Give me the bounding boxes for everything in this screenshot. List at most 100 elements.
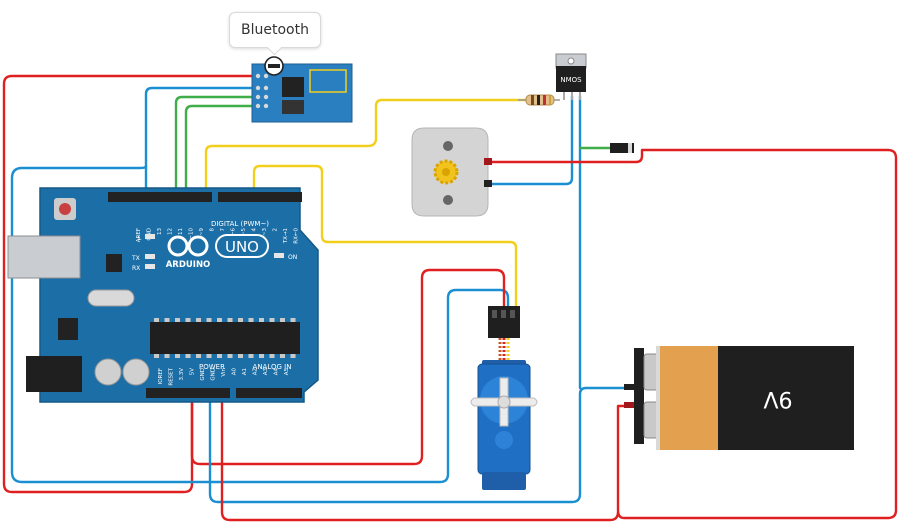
top-pin-label-11: 4	[252, 228, 258, 232]
wire-green-bt-1[interactable]	[174, 95, 257, 202]
top-pin-label-10: ~5	[241, 228, 247, 237]
top-pin-label-5: ~10	[189, 228, 195, 240]
reset-button-cap	[59, 203, 71, 215]
chip-leg	[280, 318, 285, 322]
top-pin-label-4: ~11	[178, 228, 184, 240]
bottom-pin-label-1: RESET	[169, 367, 175, 385]
wire-blue-bt-gnd[interactable]	[144, 86, 257, 202]
resistor[interactable]	[518, 94, 560, 106]
crystal	[87, 289, 135, 307]
bottom-pin-label-9: A2	[253, 368, 259, 375]
bottom-pin-label-4: GND	[200, 368, 206, 381]
capacitor-1	[94, 358, 122, 386]
wire-blue-left-loop[interactable]	[10, 164, 510, 484]
top-pin-label-2: 13	[157, 228, 163, 235]
motor-screw-top	[443, 141, 453, 151]
chip-leg	[196, 354, 201, 358]
chip-leg	[280, 354, 285, 358]
arduino-logo	[167, 235, 209, 257]
capacitor-2	[122, 358, 150, 386]
wire-red-vin[interactable]	[220, 390, 620, 522]
chip-leg	[269, 354, 275, 358]
analog-header-label: ANALOG IN	[253, 363, 292, 371]
chip-leg	[238, 354, 243, 358]
nmos-label: NMOS	[560, 76, 582, 84]
digital-header-1	[108, 192, 212, 202]
wires	[2, 74, 898, 522]
wire-yellow-servo[interactable]	[252, 164, 518, 310]
chip-leg	[185, 318, 191, 322]
wire-green-bt-2[interactable]	[184, 104, 257, 202]
bluetooth-module[interactable]	[251, 56, 353, 123]
chip-leg	[290, 354, 296, 358]
top-pin-label-8: 7	[220, 228, 226, 232]
chip-leg	[196, 318, 201, 322]
battery-body	[718, 346, 854, 450]
led-on-label: ON	[288, 254, 297, 261]
chip-leg	[175, 354, 180, 358]
chip-leg	[175, 318, 180, 322]
battery-label-band	[660, 346, 720, 450]
top-pin-label-0: AREF	[136, 228, 142, 242]
battery-9v[interactable]: 9V	[624, 346, 854, 450]
led-tx-label: TX	[131, 255, 140, 262]
chip-leg	[206, 354, 212, 358]
chip-leg	[290, 318, 296, 322]
servo-motor[interactable]	[470, 306, 538, 490]
chip-leg	[259, 354, 264, 358]
motor-screw-bottom	[443, 195, 453, 205]
chip-legs	[154, 318, 296, 358]
digital-header-label: DIGITAL (PWM~)	[211, 220, 269, 228]
bt-chip-2	[282, 100, 304, 114]
battery-label: 9V	[763, 386, 792, 411]
bottom-pin-label-6: Vin	[221, 367, 227, 376]
bottom-pin-label-5: GND	[211, 368, 217, 381]
nmos-transistor[interactable]: NMOS	[555, 53, 587, 100]
bt-antenna	[309, 69, 347, 93]
wire-yellow-gate[interactable]	[204, 98, 530, 202]
servo-tab-bottom	[482, 472, 526, 490]
chip-leg	[164, 318, 170, 322]
dc-motor[interactable]	[411, 127, 492, 217]
minus-icon-bar	[268, 64, 280, 68]
wire-red-bt-vcc[interactable]	[2, 74, 257, 494]
analog-header	[236, 388, 302, 398]
chip-leg	[269, 318, 275, 322]
chip-leg	[206, 318, 212, 322]
bt-chip	[282, 77, 304, 97]
bottom-pin-label-0: IOREF	[158, 368, 164, 384]
led-tx	[145, 254, 155, 259]
bottom-pin-label-3: 5V	[190, 368, 196, 375]
motor-terminal-pos	[484, 158, 492, 165]
top-pin-label-3: 12	[168, 228, 174, 235]
uno-badge	[215, 234, 269, 258]
battery-terminal-neg	[624, 384, 634, 390]
regulator-2	[58, 318, 78, 340]
chip-leg	[248, 318, 254, 322]
chip-leg	[227, 318, 233, 322]
top-pin-label-15: RX←0	[294, 228, 300, 244]
digital-header-2	[218, 192, 302, 202]
bt-pins	[255, 73, 269, 109]
led-l-label: L	[138, 235, 142, 242]
uno-label: UNO	[225, 238, 259, 256]
bottom-pin-label-8: A1	[242, 368, 248, 375]
wire-blue-source[interactable]	[208, 386, 634, 504]
wire-red-motor[interactable]	[486, 148, 898, 520]
chip-leg	[154, 354, 159, 358]
chip-leg	[217, 318, 222, 322]
wire-blue-motor[interactable]	[486, 94, 574, 186]
diode[interactable]	[610, 143, 634, 153]
usb-connector	[7, 235, 81, 279]
led-rx	[145, 264, 155, 269]
atmega-chip	[150, 322, 300, 354]
power-header-label: POWER	[199, 363, 225, 371]
wire-red-servo[interactable]	[190, 268, 506, 466]
top-pin-label-13: 2	[273, 228, 279, 232]
motor-terminal-neg	[484, 180, 492, 187]
led-rx-label: RX	[132, 265, 140, 272]
